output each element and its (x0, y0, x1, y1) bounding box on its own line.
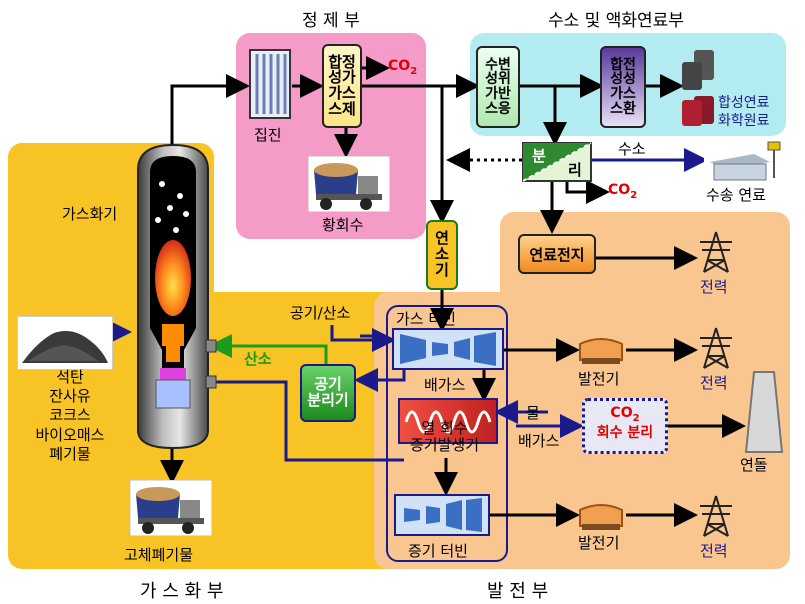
separation-box: 분 리 (522, 142, 592, 182)
fuel-cell-text: 연료전지 (529, 245, 585, 264)
combustor-text: 연 소 기 (435, 229, 449, 279)
power3-label: 전력 (700, 542, 728, 560)
co2-capture-box: CO2 회수 분리 (582, 398, 668, 454)
feedstock-image (17, 316, 113, 370)
combustor-box: 연 소 기 (426, 220, 458, 290)
exhaust-label: 배가스 (424, 376, 466, 394)
separation-text-b: 리 (568, 161, 582, 179)
feedstock-item: 석탄 (56, 368, 84, 386)
syngas-purifier-text: 합정 성가 가스 스제 (328, 52, 356, 118)
feedstock-item: 코크스 (49, 406, 91, 425)
power-tower-icon (700, 327, 732, 369)
air-separator-box: 공기 분리기 (300, 364, 356, 422)
stack-label: 연돌 (740, 456, 768, 474)
dust-collector-label: 집진 (254, 126, 282, 144)
solid-waste-label: 고체폐기물 (124, 546, 194, 564)
syngas-synthesis-box: 합전 성성 가스 스환 (600, 46, 646, 128)
generator2-icon (579, 504, 623, 530)
generator1-label: 발전기 (578, 370, 620, 388)
steam-turbine-label: 증기 터빈 (408, 542, 468, 560)
water-gas-shift-text: 수변 성위 가반 스응 (485, 56, 511, 117)
hrsg-label: 열 회수 증기발생기 (410, 419, 480, 455)
feedstock-item: 폐기물 (49, 444, 91, 463)
steam-turbine-icon (394, 494, 490, 536)
generator2-label: 발전기 (578, 534, 620, 552)
transport-fuel-label: 수송 연료 (706, 186, 766, 204)
syngas-synthesis-text: 합전 성성 가스 스환 (610, 56, 636, 117)
co2-capture-top: CO2 (610, 405, 640, 424)
gas-turbine-label: 가스 터빈 (396, 310, 456, 328)
synfuel-label: 합성연료 (718, 95, 770, 111)
gasifier-label: 가스화기 (62, 205, 118, 223)
hrsg-icon (398, 398, 498, 444)
separation-text-a: 분 (532, 147, 546, 165)
co2-capture-text: 회수 분리 (596, 425, 654, 442)
power-block-outline (386, 305, 508, 562)
water-gas-shift-box: 수변 성위 가반 스응 (476, 46, 520, 128)
power-tower-icon (700, 231, 732, 273)
co2-separation: CO2 (608, 182, 638, 201)
solid-waste-truck-icon (130, 480, 212, 536)
stack-icon (744, 371, 784, 453)
chemical-label: 화학원료 (718, 113, 770, 129)
oxygen-label: 산소 (244, 350, 272, 368)
power2-label: 전력 (700, 374, 728, 392)
hydrogen-title: 수소 및 액화연료부 (548, 11, 684, 31)
dust-collector-icon (249, 49, 291, 119)
purification-title: 정 제 부 (302, 11, 360, 31)
gasifier-vessel (137, 143, 217, 450)
exhaust2-label: 배가스 (518, 432, 560, 450)
gasification-title: 가 스 화 부 (140, 581, 224, 602)
sulfur-label: 황회수 (322, 216, 364, 234)
feedstock-item: 잔사유 (49, 387, 91, 406)
feedstock-item: 바이오매스 (35, 425, 105, 444)
fuel-station-icon (704, 140, 784, 184)
barrels-icon (682, 50, 714, 126)
water-label: 물 (526, 404, 540, 422)
generator1-icon (579, 338, 623, 364)
air-separator-text: 공기 분리기 (307, 375, 349, 409)
co2-purifier: CO2 (388, 58, 418, 77)
power-title: 발 전 부 (487, 581, 549, 602)
fuel-cell-box: 연료전지 (518, 234, 596, 274)
gas-turbine-icon (392, 328, 504, 370)
feedstock-list: 석탄 잔사유 코크스 바이오매스 폐기물 (20, 368, 120, 464)
power-tower-icon (700, 495, 732, 537)
sulfur-truck-icon (308, 156, 390, 212)
power1-label: 전력 (700, 278, 728, 296)
hydrogen-label: 수소 (618, 140, 646, 158)
air-oxygen-label: 공기/산소 (290, 304, 351, 322)
syngas-purifier-box: 합정 성가 가스 스제 (322, 44, 362, 128)
